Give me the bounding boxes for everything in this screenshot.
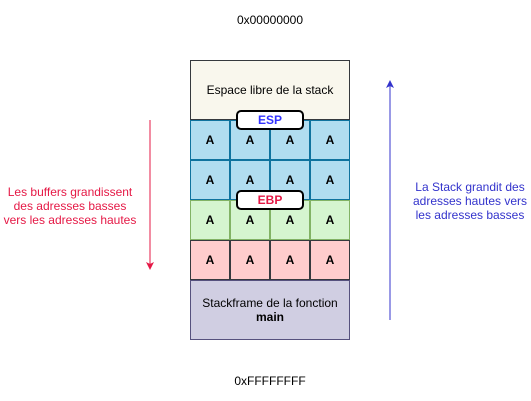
- buffer-growth-note: Les buffers grandissent des adresses bas…: [0, 185, 140, 227]
- stack-cell: A: [190, 160, 230, 200]
- address-bottom-label: 0xFFFFFFFF: [234, 374, 306, 388]
- stack-growth-note: La Stack grandit des adresses hautes ver…: [410, 180, 530, 222]
- stack-cell: A: [310, 200, 350, 240]
- stack-cell: A: [230, 240, 270, 280]
- main-stackframe-label: Stackframe de la fonction: [202, 296, 338, 310]
- stack-growth-note-line: La Stack grandit des: [415, 180, 525, 194]
- main-function-name: main: [255, 310, 284, 324]
- stack-cell: A: [310, 160, 350, 200]
- stack-growth-note-line: adresses hautes vers: [412, 194, 528, 208]
- buffer-growth-note-line: Les buffers grandissent: [7, 185, 133, 199]
- stack-cell: A: [190, 200, 230, 240]
- stack-cell: A: [190, 240, 230, 280]
- stack-cell: A: [310, 240, 350, 280]
- stack-cell: A: [310, 120, 350, 160]
- main-stackframe: Stackframe de la fonction main: [190, 280, 350, 340]
- buffer-growth-note-line: des adresses basses: [13, 199, 127, 213]
- ebp-pointer-label: EBP: [236, 190, 304, 210]
- stack-growth-note-line: les adresses basses: [415, 208, 525, 222]
- stack-cell: A: [190, 120, 230, 160]
- stack-cell: A: [270, 240, 310, 280]
- buffer-growth-note-line: vers les adresses hautes: [3, 213, 137, 227]
- esp-pointer-label: ESP: [236, 110, 304, 130]
- address-top-label: 0x00000000: [236, 13, 304, 27]
